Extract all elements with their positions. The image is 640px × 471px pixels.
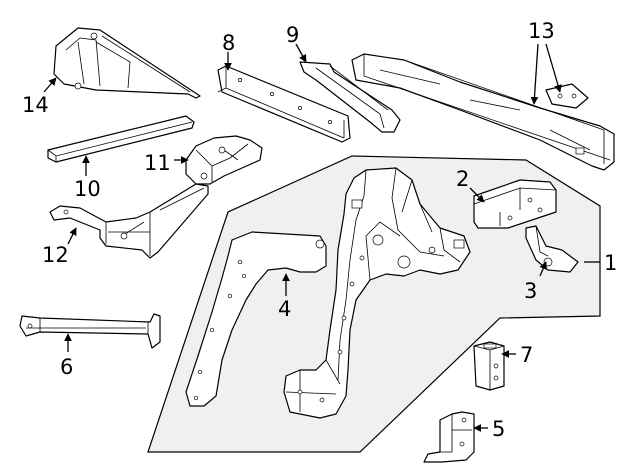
callout-5: 5	[492, 417, 505, 441]
leader-13b	[545, 43, 562, 93]
callout-14: 14	[22, 93, 49, 117]
callout-4: 4	[278, 297, 291, 321]
callout-1: 1	[604, 251, 617, 275]
part-6-support-bar	[19, 313, 161, 349]
part-14-bracket	[53, 27, 201, 99]
callout-9: 9	[286, 23, 299, 47]
callout-3: 3	[524, 279, 537, 303]
part-8-cross-member	[217, 65, 351, 143]
part-4-wheelhouse-panel	[185, 231, 327, 407]
part-12-bracket-frame	[49, 183, 209, 259]
callout-10: 10	[74, 177, 101, 201]
part-5-plate	[423, 411, 475, 463]
callout-8: 8	[222, 31, 235, 55]
part-9-brace	[299, 61, 401, 133]
part-11-bracket	[185, 135, 263, 185]
callout-7: 7	[520, 343, 533, 367]
part-1-quarter-inner	[283, 167, 471, 419]
callout-6: 6	[60, 355, 73, 379]
leader-lines	[43, 43, 600, 432]
leader-14	[43, 77, 57, 93]
callout-labels: 1 2 3 4 5 6 7 8 9 10 11 12 13 14	[22, 19, 617, 441]
callout-11: 11	[144, 151, 171, 175]
part-10-rail	[47, 115, 195, 163]
callout-12: 12	[42, 243, 69, 267]
part-2-box-bracket	[473, 179, 557, 229]
leader-3	[539, 261, 547, 277]
part-13-rear-beam	[351, 53, 615, 171]
leader-2	[469, 187, 485, 203]
leader-12	[67, 227, 77, 245]
leader-13a	[530, 43, 539, 105]
assembly-region	[147, 155, 601, 453]
callout-2: 2	[456, 167, 469, 191]
leader-9	[295, 43, 307, 63]
part-7-block	[473, 341, 505, 391]
callout-13: 13	[528, 19, 555, 43]
